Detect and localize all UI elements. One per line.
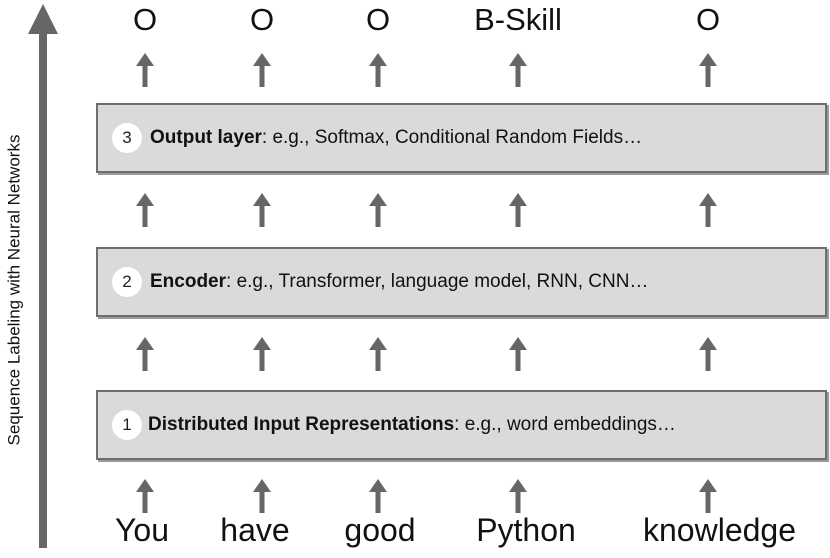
up-arrow-icon	[699, 479, 717, 513]
encoder-layer-box: 2 Encoder: e.g., Transformer, language m…	[96, 247, 827, 317]
layer-number-badge: 1	[112, 410, 142, 440]
up-arrow-icon	[369, 193, 387, 227]
up-arrow-icon	[253, 53, 271, 87]
layer-detail: : e.g., Softmax, Conditional Random Fiel…	[261, 127, 643, 148]
up-arrow-icon	[509, 193, 527, 227]
up-arrow-icon	[136, 479, 154, 513]
up-arrow-icon	[136, 193, 154, 227]
input-token: You	[115, 512, 169, 548]
input-token: Python	[476, 512, 576, 548]
layer-label: Distributed Input Representations: e.g.,…	[148, 414, 676, 436]
up-arrow-icon	[136, 53, 154, 87]
up-arrow-icon	[136, 337, 154, 371]
up-arrow-icon	[699, 53, 717, 87]
input-token: good	[344, 512, 416, 548]
up-arrow-icon	[253, 479, 271, 513]
up-arrow-icon	[369, 479, 387, 513]
layer-number-badge: 2	[112, 267, 142, 297]
side-arrow-icon	[28, 4, 58, 548]
layer-label: Encoder: e.g., Transformer, language mod…	[150, 271, 648, 293]
up-arrow-icon	[509, 479, 527, 513]
input-token: have	[220, 512, 290, 548]
up-arrow-icon	[699, 337, 717, 371]
input-token: knowledge	[643, 512, 796, 548]
up-arrow-icon	[509, 337, 527, 371]
layer-number-badge: 3	[112, 123, 142, 153]
up-arrow-icon	[253, 193, 271, 227]
layer-name: Distributed Input Representations	[148, 414, 455, 435]
up-arrow-icon	[253, 337, 271, 371]
side-label-text: Sequence Labeling with Neural Networks	[4, 134, 23, 446]
output-tag: O	[249, 2, 275, 37]
output-layer-box: 3 Output layer: e.g., Softmax, Condition…	[96, 103, 827, 173]
layer-name: Output layer	[150, 127, 262, 148]
input-representation-layer-box: 1 Distributed Input Representations: e.g…	[96, 390, 827, 460]
output-tag: B-Skill	[474, 2, 562, 37]
output-tag: O	[365, 2, 391, 37]
output-tag: O	[695, 2, 721, 37]
up-arrow-icon	[509, 53, 527, 87]
up-arrow-icon	[369, 337, 387, 371]
output-tag: O	[132, 2, 158, 37]
layer-detail: : e.g., word embeddings…	[454, 414, 676, 435]
layer-detail: : e.g., Transformer, language model, RNN…	[226, 271, 649, 292]
side-label: Sequence Labeling with Neural Networks	[2, 60, 26, 520]
up-arrow-icon	[699, 193, 717, 227]
layer-name: Encoder	[150, 271, 227, 292]
layer-label: Output layer: e.g., Softmax, Conditional…	[150, 127, 642, 149]
up-arrow-icon	[369, 53, 387, 87]
